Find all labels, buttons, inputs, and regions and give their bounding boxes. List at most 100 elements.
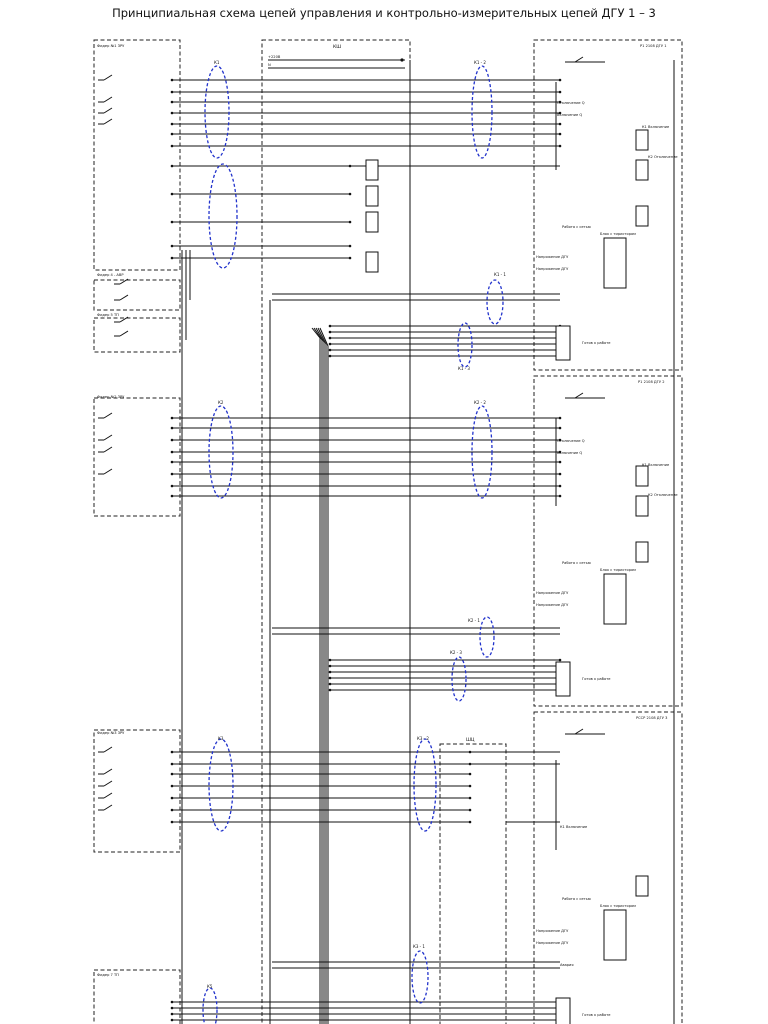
svg-text:Блок с тиристором: Блок с тиристором	[600, 232, 636, 236]
wire-junction	[170, 220, 174, 224]
feeder-box-5: Фидер 5 ТП	[93, 313, 181, 353]
wire-junction	[558, 450, 562, 454]
wire-junction	[170, 111, 174, 115]
wire-junction	[558, 494, 562, 498]
feeder-2-label: Фидер №2 ЗРУ	[97, 395, 125, 399]
cable-k1-1: К1 - 1	[486, 272, 506, 325]
wire-junction	[558, 426, 562, 430]
relay-coil	[365, 159, 379, 181]
svg-text:Напряжение ДГУ: Напряжение ДГУ	[536, 255, 569, 259]
svg-text:К2 - 2: К2 - 2	[474, 400, 486, 405]
panel-dgu3-label: РССР 2108 ДГУ 3	[636, 716, 667, 720]
wire	[103, 434, 113, 441]
wire-junction	[170, 1000, 174, 1004]
relay-coil	[635, 875, 649, 897]
wire-junction	[170, 426, 174, 430]
relay-coil	[635, 129, 649, 151]
panel-dgu2-box: Р1 2108 ДГУ 2	[533, 375, 683, 707]
relay-coil	[365, 251, 379, 273]
wire-junction	[170, 122, 174, 126]
wire-junction	[558, 484, 562, 488]
wire-junction	[558, 472, 562, 476]
wire	[119, 316, 129, 323]
relay-coil	[635, 205, 649, 227]
wire-junction	[170, 808, 174, 812]
wire-junction	[328, 664, 332, 668]
relay-coil	[635, 541, 649, 563]
wire-junction	[170, 1006, 174, 1010]
wire-junction	[348, 244, 352, 248]
wire-junction	[170, 762, 174, 766]
page-title: Принципиальная схема цепей управления и …	[112, 6, 656, 20]
wire-junction	[170, 820, 174, 824]
wire-junction	[170, 78, 174, 82]
svg-text:Блок с тиристором: Блок с тиристором	[600, 568, 636, 572]
svg-text:Готов к работе: Готов к работе	[582, 1013, 611, 1017]
wire	[103, 118, 113, 125]
wire-junction	[468, 784, 472, 788]
feeder-4-label: Фидер 4 - АВР	[97, 273, 124, 277]
svg-text:К2: К2	[218, 400, 224, 405]
wire-junction	[558, 460, 562, 464]
wire-junction	[468, 808, 472, 812]
cable-k3: К3	[208, 736, 234, 832]
feeder-box-7: Фидер 7 ТП	[93, 969, 181, 1024]
wire	[103, 446, 113, 453]
wire-junction	[468, 796, 472, 800]
wire-junction	[170, 494, 174, 498]
wire-junction	[328, 658, 332, 662]
wire-junction	[558, 416, 562, 420]
wire-junction	[170, 750, 174, 754]
svg-text:Отключение Q: Отключение Q	[557, 439, 585, 443]
svg-text:Включение Q: Включение Q	[557, 451, 582, 455]
svg-text:К1 - 1: К1 - 1	[494, 272, 506, 277]
wire-junction	[170, 416, 174, 420]
cabinet-ksh-box: КШ +220В N	[261, 39, 411, 1024]
wire-junction	[170, 1012, 174, 1016]
svg-text:Включение Q: Включение Q	[557, 113, 582, 117]
wire-junction	[348, 220, 352, 224]
feeder-box-3: Фидер №3 ЗРУ	[93, 729, 181, 853]
feeder-1-label: Фидер №1 ЗРУ	[97, 44, 125, 48]
wire-junction	[170, 450, 174, 454]
svg-text:Напряжение ДГУ: Напряжение ДГУ	[536, 941, 569, 945]
wire	[574, 392, 584, 399]
cable-k2-1: К2 - 1	[468, 616, 495, 658]
cable-k1-3: К1 - 3	[457, 322, 473, 371]
wire-junction	[328, 354, 332, 358]
relay-coil	[365, 185, 379, 207]
wire-junction	[558, 111, 562, 115]
svg-text:К1 Включение: К1 Включение	[642, 463, 670, 467]
wire-junction	[348, 192, 352, 196]
wire	[103, 792, 113, 799]
relay-coil	[365, 211, 379, 233]
wire	[103, 96, 113, 103]
svg-text:К2 Отключение: К2 Отключение	[648, 493, 678, 497]
inner-shc-box: ШЦ	[439, 737, 507, 1024]
wire-junction	[558, 78, 562, 82]
logic-block-dgu1: Блок с тиристором	[600, 232, 636, 289]
svg-text:К3 - 1: К3 - 1	[413, 944, 425, 949]
wire-junction	[170, 192, 174, 196]
wire-junction	[328, 342, 332, 346]
svg-text:К2 - 3: К2 - 3	[450, 650, 462, 655]
cable-k2-2: К2 - 2	[471, 400, 493, 499]
svg-text:Авария: Авария	[560, 963, 574, 967]
wire-junction	[328, 336, 332, 340]
wire-junction	[328, 348, 332, 352]
wire-junction	[328, 330, 332, 334]
relay-group	[365, 129, 649, 897]
svg-text:К3 - 2: К3 - 2	[417, 736, 429, 741]
cable-k5: К5	[202, 984, 218, 1024]
wire-junction	[468, 820, 472, 824]
feeder-box-1: Фидер №1 ЗРУ	[93, 39, 181, 271]
wire-junction	[170, 438, 174, 442]
panel-dgu2-label: Р1 2108 ДГУ 2	[638, 380, 665, 384]
svg-text:Готов к работе: Готов к работе	[582, 677, 611, 681]
wire	[103, 107, 113, 114]
svg-text:К1 - 2: К1 - 2	[474, 60, 486, 65]
wire-junction	[170, 472, 174, 476]
svg-text:Блок с тиристором: Блок с тиристором	[600, 904, 636, 908]
wire-junction	[558, 658, 562, 662]
